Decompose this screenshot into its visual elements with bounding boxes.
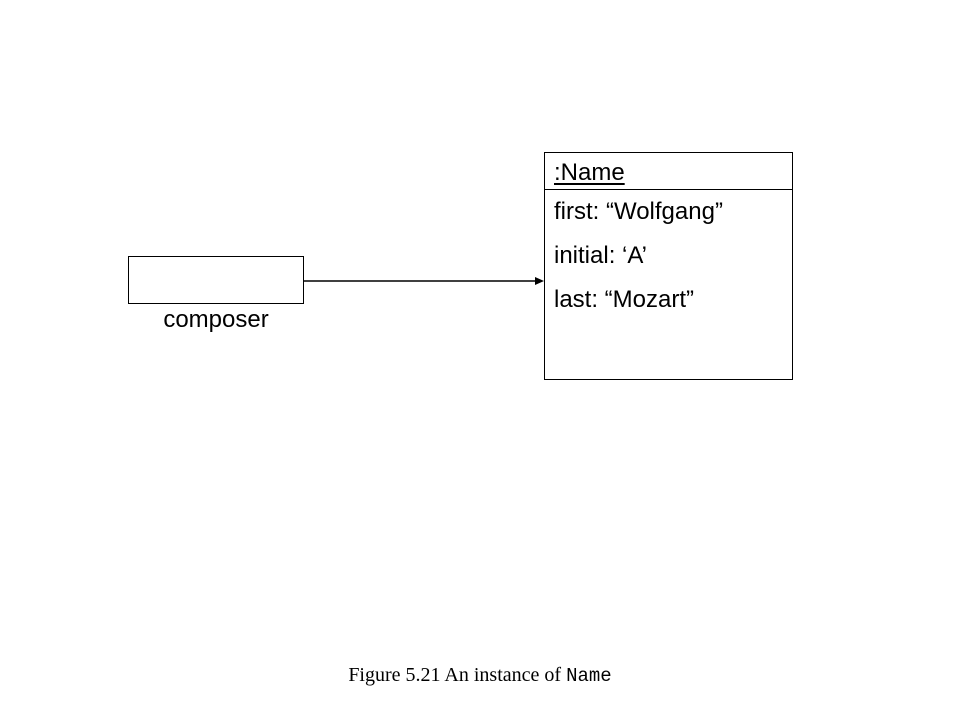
reference-arrow-head	[535, 277, 544, 285]
object-attributes: first: “Wolfgang” initial: ‘A’ last: “Mo…	[545, 190, 792, 312]
object-title: :Name	[554, 159, 625, 186]
attribute-first: first: “Wolfgang”	[554, 198, 723, 225]
attribute-initial: initial: ‘A’	[554, 242, 647, 269]
figure-caption: Figure 5.21 An instance of Name	[0, 664, 960, 687]
reference-variable-label: composer	[163, 306, 269, 333]
caption-text: Figure 5.21 An instance of	[348, 664, 567, 686]
name-object-box: :Name first: “Wolfgang” initial: ‘A’ las…	[544, 152, 793, 380]
reference-variable-box	[128, 256, 304, 304]
attribute-last: last: “Mozart”	[554, 286, 695, 313]
caption-code: Name	[566, 665, 612, 687]
object-header: :Name	[545, 153, 792, 190]
